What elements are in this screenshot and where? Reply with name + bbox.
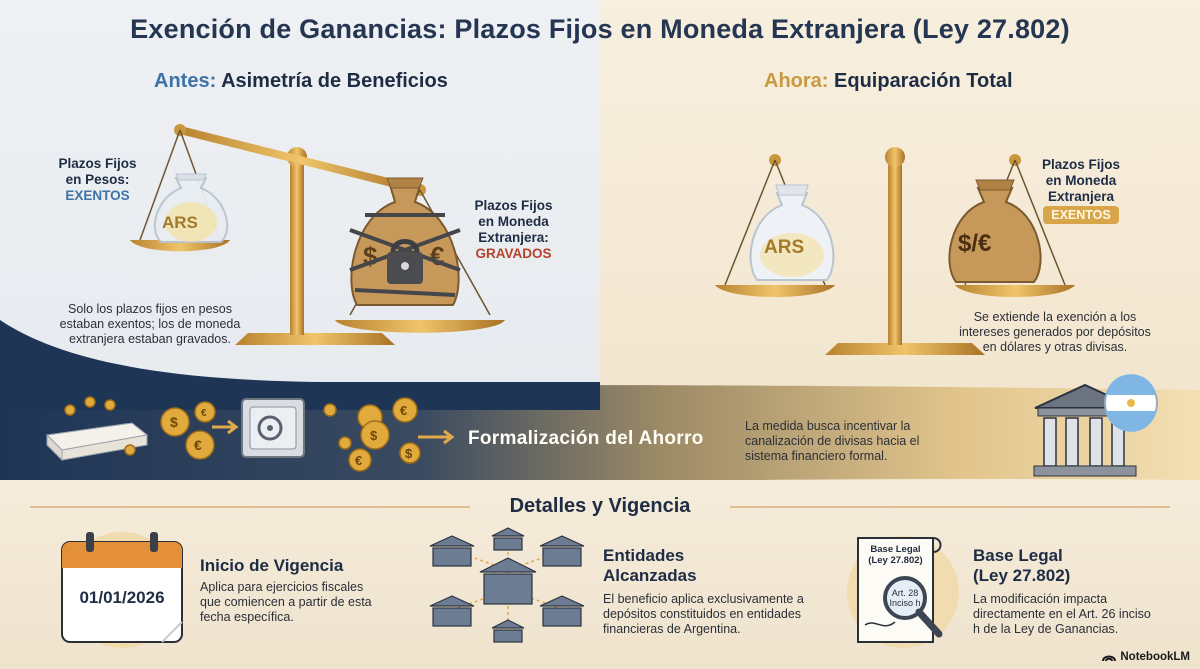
document-icon bbox=[847, 536, 959, 648]
brand-label: NotebookLM bbox=[1120, 651, 1190, 663]
card-title-base-legal: Base Legal (Ley 27.802) bbox=[973, 546, 1070, 586]
text-line: h de la Ley de Ganancias. bbox=[973, 622, 1119, 636]
text-line: Aplica para ejercicios fiscales bbox=[200, 580, 364, 594]
label-line: en Pesos: bbox=[65, 172, 130, 187]
formalization-title: Formalización del Ahorro bbox=[468, 428, 704, 449]
now-ars-label: ARS bbox=[764, 237, 805, 258]
now-prefix: Ahora: bbox=[764, 70, 829, 92]
label-line: Plazos Fijos bbox=[1041, 157, 1121, 172]
label-line: en Moneda bbox=[478, 214, 549, 229]
card-title-vigencia: Inicio de Vigencia bbox=[200, 556, 344, 575]
details-panel bbox=[0, 480, 1200, 669]
svg-text:€: € bbox=[201, 408, 207, 419]
calendar-date: 01/01/2026 bbox=[79, 588, 165, 607]
desc-line: en dólares y otras divisas. bbox=[982, 340, 1128, 354]
doc-line: Base Legal bbox=[870, 544, 921, 555]
desc-line: Se extiende la exención a los bbox=[973, 310, 1137, 324]
coin-icon: $ € € $ bbox=[323, 397, 421, 472]
document-article: Art. 28 Inciso h bbox=[882, 588, 928, 608]
card-text-base-legal: La modificación impacta directamente en … bbox=[973, 592, 1183, 637]
text-line: que comiencen a partir de esta bbox=[200, 595, 372, 609]
notebooklm-brand: NotebookLM bbox=[1102, 651, 1190, 663]
card-text-vigencia: Aplica para ejercicios fiscales que comi… bbox=[200, 580, 400, 625]
arrow-icon bbox=[418, 429, 455, 445]
now-currency-label: $/€ bbox=[958, 230, 992, 257]
text-line: directamente en el Art. 26 inciso bbox=[973, 607, 1151, 621]
before-right-label: Plazos Fijos en Moneda Extranjera: GRAVA… bbox=[456, 198, 571, 262]
chain-icon bbox=[349, 213, 461, 297]
label-line: Plazos Fijos bbox=[474, 198, 553, 213]
money-bag-icon: $ € bbox=[349, 177, 461, 306]
title-line: Alcanzadas bbox=[603, 566, 697, 585]
card-title-entidades: Entidades Alcanzadas bbox=[603, 546, 697, 586]
text-line: fecha específica. bbox=[200, 610, 294, 624]
card-text-entidades: El beneficio aplica exclusivamente a dep… bbox=[603, 592, 833, 637]
magnifier-icon bbox=[883, 576, 943, 638]
doc-line: (Ley 27.802) bbox=[868, 555, 923, 566]
label-line: Extranjera: bbox=[478, 230, 549, 245]
before-heading: Antes: Asimetría de Beneficios bbox=[154, 70, 448, 93]
desc-line: extranjera estaban gravados. bbox=[69, 332, 231, 346]
navy-swoosh bbox=[0, 320, 600, 410]
money-bag-icon bbox=[948, 179, 1042, 283]
svg-text:€: € bbox=[430, 241, 444, 271]
desc-line: intereses generados por depósitos bbox=[959, 325, 1151, 339]
svg-text:€: € bbox=[194, 437, 202, 453]
now-right-label: Plazos Fijos en Moneda Extranjera EXENTO… bbox=[1026, 157, 1136, 224]
argentina-flag-icon bbox=[1104, 374, 1158, 432]
desc-line: Solo los plazos fijos en pesos bbox=[68, 302, 232, 316]
before-description: Solo los plazos fijos en pesos estaban e… bbox=[50, 302, 250, 347]
text-line: El beneficio aplica exclusivamente a bbox=[603, 592, 804, 606]
svg-text:$: $ bbox=[405, 446, 413, 461]
svg-text:$: $ bbox=[370, 428, 378, 443]
section-divider bbox=[30, 506, 1170, 508]
safe-icon bbox=[241, 398, 305, 458]
now-description: Se extiende la exención a los intereses … bbox=[930, 310, 1180, 355]
title-line: Base Legal bbox=[973, 546, 1063, 565]
arrow-icon bbox=[212, 419, 239, 435]
label-line: en Moneda bbox=[1045, 173, 1117, 188]
bank-icon bbox=[429, 527, 585, 643]
label-line: Plazos Fijos bbox=[58, 156, 137, 171]
label-line: Extranjera bbox=[1047, 189, 1115, 204]
document-header: Base Legal (Ley 27.802) bbox=[858, 544, 933, 566]
desc-line: canalización de divisas hacia el bbox=[745, 434, 920, 448]
notebooklm-logo-icon bbox=[1102, 655, 1117, 662]
doc-line: Art. 28 bbox=[891, 588, 919, 598]
now-heading-text: Equiparación Total bbox=[834, 70, 1013, 92]
before-heading-text: Asimetría de Beneficios bbox=[221, 70, 448, 92]
before-ars-label: ARS bbox=[162, 213, 198, 232]
title-line: (Ley 27.802) bbox=[973, 566, 1071, 585]
svg-text:€: € bbox=[355, 453, 362, 468]
money-bag-icon bbox=[749, 184, 835, 281]
text-line: depósitos constituidos en entidades bbox=[603, 607, 802, 621]
coin-icon: $ € € bbox=[64, 396, 216, 460]
gravados-tag: GRAVADOS bbox=[475, 246, 552, 261]
formalization-description: La medida busca incentivar la canalizaci… bbox=[745, 419, 945, 464]
svg-text:€: € bbox=[400, 403, 407, 418]
before-prefix: Antes: bbox=[154, 70, 217, 92]
desc-line: estaban exentos; los de moneda bbox=[59, 317, 241, 331]
doc-line: Inciso h bbox=[889, 598, 921, 608]
lock-icon bbox=[387, 239, 423, 284]
text-line: financieras de Argentina. bbox=[603, 622, 741, 636]
desc-line: sistema financiero formal. bbox=[745, 449, 888, 463]
svg-text:$: $ bbox=[170, 414, 178, 430]
mattress-icon bbox=[45, 422, 149, 462]
calendar-icon bbox=[61, 532, 183, 648]
exentos-tag: EXENTOS bbox=[65, 188, 130, 203]
before-left-label: Plazos Fijos en Pesos: EXENTOS bbox=[40, 156, 155, 204]
details-title: Detalles y Vigencia bbox=[509, 495, 691, 517]
desc-line: La medida busca incentivar la bbox=[745, 419, 911, 433]
text-line: La modificación impacta bbox=[973, 592, 1108, 606]
page-title: Exención de Ganancias: Plazos Fijos en M… bbox=[130, 14, 1070, 44]
title-line: Entidades bbox=[603, 546, 685, 565]
money-bag-icon bbox=[153, 173, 229, 243]
exentos-badge: EXENTOS bbox=[1043, 206, 1119, 224]
now-heading: Ahora: Equiparación Total bbox=[764, 70, 1013, 93]
